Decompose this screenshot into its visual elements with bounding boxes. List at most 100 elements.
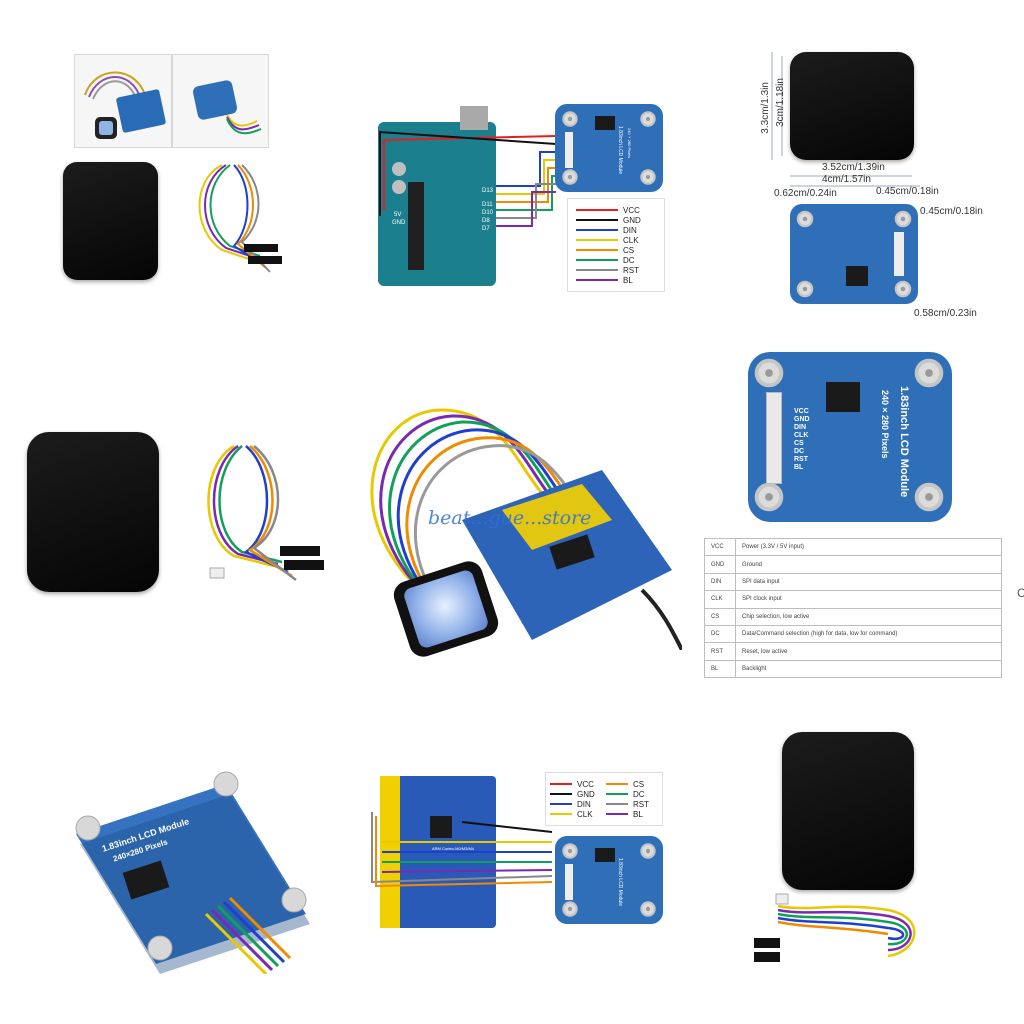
module-pin-label: RST <box>794 456 808 463</box>
dim-offset-bottom: 0.58cm/0.23in <box>914 308 977 319</box>
legend-label: CLK <box>577 809 593 819</box>
thumbnail-wired-setup[interactable] <box>74 54 172 148</box>
legend-label: BL <box>623 275 633 285</box>
pin-label-d13: D13 <box>482 188 494 194</box>
watermark: beat...gue...store <box>428 507 592 529</box>
legend-swatch <box>606 803 628 805</box>
pin-name-cell: VCC <box>704 537 736 557</box>
pin-name-cell: GND <box>704 555 736 574</box>
connector <box>565 132 573 168</box>
legend-label: DC <box>633 789 645 799</box>
pin-desc-cell: Ground <box>735 555 1002 574</box>
legend-swatch <box>606 793 628 795</box>
connector <box>894 232 904 276</box>
legend-label: VCC <box>577 779 594 789</box>
legend-swatch <box>550 813 572 815</box>
module-title: 1.83inch LCD Module <box>898 386 910 498</box>
legend-item: DC <box>606 789 649 799</box>
dim-offset-right: 0.45cm/0.18in <box>876 186 939 197</box>
legend-item: DIN <box>550 799 595 809</box>
lcd-module-board-small-1: 1.83inch LCD Module 240×280 Pixels <box>555 104 663 192</box>
legend-swatch <box>576 269 618 271</box>
ic-chip <box>826 382 860 412</box>
ic-chip <box>595 848 615 862</box>
legend-item: VCC <box>576 205 664 215</box>
legend-label: DIN <box>577 799 591 809</box>
thumbnail-module-cable[interactable] <box>172 54 269 148</box>
module-cable-illustration <box>193 80 262 135</box>
angled-module-photo <box>75 771 310 974</box>
legend-item: DIN <box>576 225 664 235</box>
legend-swatch <box>576 209 618 211</box>
legend-item: BL <box>576 275 664 285</box>
legend-label: RST <box>633 799 649 809</box>
stm32-wiring-lines <box>371 812 553 888</box>
legend-label: RST <box>623 265 639 275</box>
legend-label: VCC <box>623 205 640 215</box>
pin-name-cell: RST <box>704 642 736 661</box>
pin-desc-cell: Power (3.3V / 5V input) <box>735 537 1002 557</box>
dim-offset-left: 0.62cm/0.24in <box>774 188 837 199</box>
fpc-connector <box>766 392 782 484</box>
pin-label-5v: 5V <box>394 212 402 218</box>
wired-setup-illustration <box>84 71 166 139</box>
legend-swatch <box>550 793 572 795</box>
legend-label: CLK <box>623 235 639 245</box>
legend-swatch <box>576 249 618 251</box>
jumper-cable-bottom <box>754 893 916 962</box>
ic-chip <box>846 266 868 286</box>
legend-label: GND <box>623 215 641 225</box>
lcd-display-front <box>63 162 158 280</box>
legend-item: DC <box>576 255 664 265</box>
module-pin-label: DC <box>794 448 805 455</box>
display-image <box>402 568 490 650</box>
legend-item: RST <box>576 265 664 275</box>
connector <box>565 864 573 900</box>
pin-label-d8: D8 <box>482 218 490 224</box>
ic-chip <box>595 116 615 130</box>
module-small-title: 1.83inch LCD Module <box>617 126 623 175</box>
pin-name-cell: CLK <box>704 590 736 609</box>
module-pin-label: CLK <box>794 432 809 439</box>
edge-char: C <box>1017 586 1024 600</box>
capacitor-1 <box>392 162 406 176</box>
pin-label-d10: D10 <box>482 210 494 216</box>
board-label: ARM Cortex-M0/M3/M4 <box>432 846 475 851</box>
module-subtitle: 240×280 Pixels <box>880 390 890 459</box>
wired-board-photo <box>370 408 682 650</box>
usb-port <box>460 106 488 130</box>
dim-height-inner: 3cm/1.18in <box>775 78 786 127</box>
pin-desc-cell: Reset, low active <box>735 642 1002 661</box>
legend-swatch <box>576 219 618 221</box>
legend-item: CLK <box>550 809 595 819</box>
legend-label: GND <box>577 789 595 799</box>
legend-item: CS <box>576 245 664 255</box>
dim-height-outer: 3.3cm/1.3in <box>760 82 771 134</box>
legend-label: DIN <box>623 225 637 235</box>
module-pin-label: GND <box>794 416 810 423</box>
pin-name-cell: DIN <box>704 572 736 592</box>
jumper-cable-large <box>207 444 324 581</box>
legend-item: VCC <box>550 779 595 789</box>
legend-swatch <box>606 813 628 815</box>
legend-item: GND <box>550 789 595 799</box>
module-pin-label: CS <box>794 440 804 447</box>
legend-item: BL <box>606 809 649 819</box>
legend-item: RST <box>606 799 649 809</box>
capacitor-2 <box>392 180 406 194</box>
legend-swatch <box>576 229 618 231</box>
legend-label: CS <box>623 245 635 255</box>
module-pin-label: VCC <box>794 408 809 415</box>
module-pin-label: BL <box>794 464 804 471</box>
mcu-chip <box>408 182 424 270</box>
